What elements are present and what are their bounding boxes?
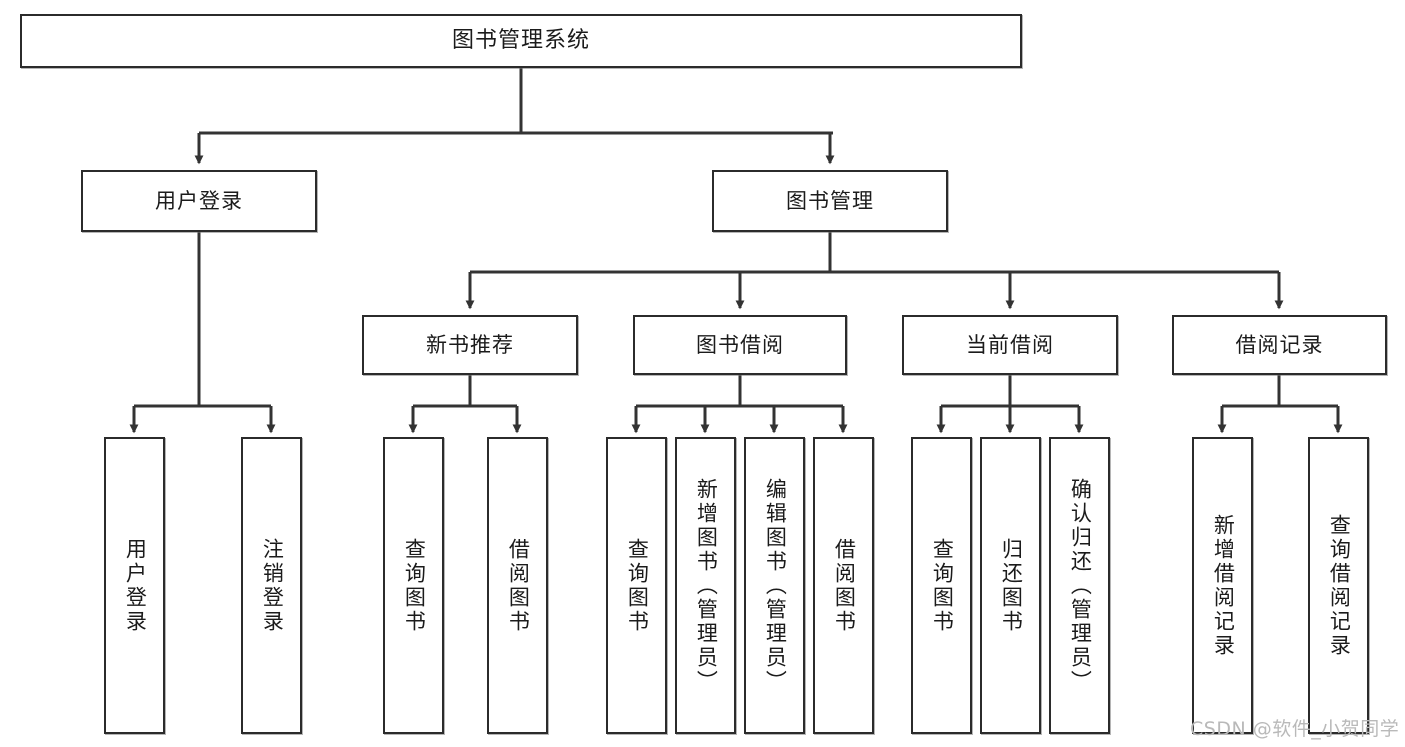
node-new-book-recommend[interactable]: 新书推荐 — [362, 315, 578, 375]
node-current-borrow[interactable]: 当前借阅 — [902, 315, 1118, 375]
node-book-management-label: 图书管理 — [786, 188, 874, 213]
leaf-book-borrow-query-label: 查询图书 — [625, 537, 650, 634]
node-user-login[interactable]: 用户登录 — [81, 170, 317, 232]
leaf-current-borrow-query[interactable]: 查询图书 — [911, 437, 972, 734]
node-root-system-label: 图书管理系统 — [451, 28, 590, 54]
leaf-user-login-login[interactable]: 用户登录 — [104, 437, 165, 734]
leaf-user-login-logout[interactable]: 注销登录 — [241, 437, 302, 734]
leaf-current-borrow-return-label: 归还图书 — [999, 537, 1024, 634]
leaf-current-borrow-return[interactable]: 归还图书 — [980, 437, 1041, 734]
leaf-book-borrow-borrow[interactable]: 借阅图书 — [813, 437, 874, 734]
leaf-borrow-record-query[interactable]: 查询借阅记录 — [1308, 437, 1369, 734]
leaf-new-book-query-label: 查询图书 — [402, 537, 427, 634]
leaf-current-borrow-confirm-return[interactable]: 确认归还（管理员） — [1049, 437, 1110, 734]
leaf-borrow-record-query-label: 查询借阅记录 — [1327, 513, 1352, 658]
leaf-new-book-query[interactable]: 查询图书 — [383, 437, 444, 734]
leaf-new-book-borrow-label: 借阅图书 — [506, 537, 531, 634]
node-new-book-recommend-label: 新书推荐 — [426, 332, 514, 357]
leaf-user-login-login-label: 用户登录 — [123, 537, 148, 634]
leaf-new-book-borrow[interactable]: 借阅图书 — [487, 437, 548, 734]
leaf-book-borrow-add-label: 新增图书（管理员） — [694, 477, 719, 694]
leaf-current-borrow-confirm-return-label: 确认归还（管理员） — [1068, 477, 1093, 694]
node-borrow-record-label: 借阅记录 — [1235, 332, 1324, 357]
leaf-book-borrow-edit[interactable]: 编辑图书（管理员） — [744, 437, 805, 734]
leaf-book-borrow-query[interactable]: 查询图书 — [606, 437, 667, 734]
leaf-user-login-logout-label: 注销登录 — [260, 537, 285, 634]
leaf-borrow-record-add-label: 新增借阅记录 — [1211, 513, 1236, 658]
node-user-login-label: 用户登录 — [155, 188, 243, 213]
leaf-book-borrow-borrow-label: 借阅图书 — [832, 537, 857, 634]
leaf-borrow-record-add[interactable]: 新增借阅记录 — [1192, 437, 1253, 734]
node-current-borrow-label: 当前借阅 — [966, 332, 1054, 357]
node-book-borrow[interactable]: 图书借阅 — [633, 315, 847, 375]
leaf-book-borrow-edit-label: 编辑图书（管理员） — [763, 477, 788, 694]
node-borrow-record[interactable]: 借阅记录 — [1172, 315, 1387, 375]
node-book-borrow-label: 图书借阅 — [696, 332, 784, 357]
leaf-current-borrow-query-label: 查询图书 — [930, 537, 955, 634]
node-root-system[interactable]: 图书管理系统 — [20, 14, 1022, 68]
node-book-management[interactable]: 图书管理 — [712, 170, 948, 232]
leaf-book-borrow-add[interactable]: 新增图书（管理员） — [675, 437, 736, 734]
